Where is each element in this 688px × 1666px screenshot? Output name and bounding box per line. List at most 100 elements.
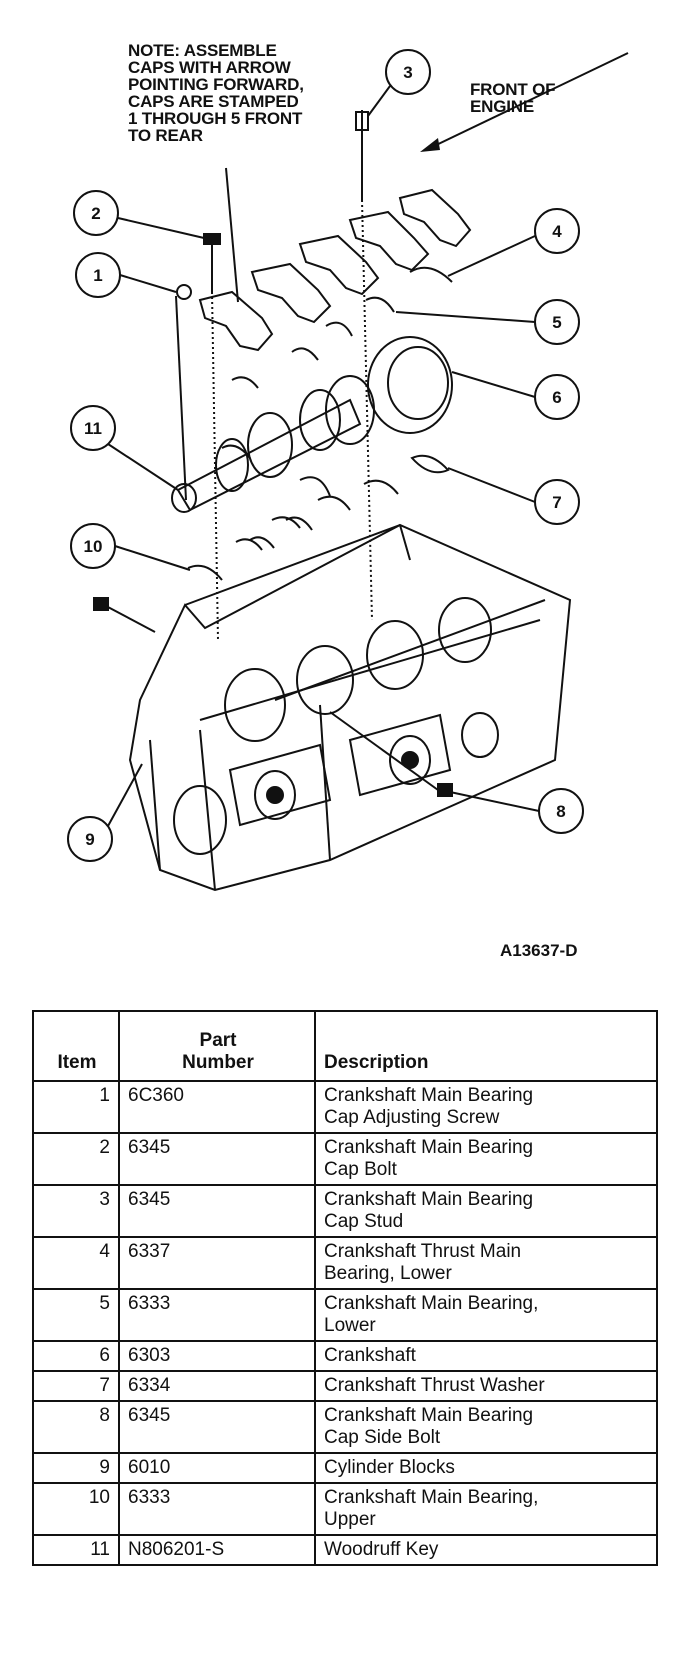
front-of-engine-line-1: FRONT OF: [470, 80, 555, 99]
header-part-line-2: Number: [182, 1052, 254, 1073]
front-arrow-head: [420, 138, 440, 152]
row-part-number: 6333: [118, 1482, 316, 1536]
callout-7-number: 7: [552, 493, 561, 512]
desc-line: Cap Bolt: [324, 1159, 397, 1180]
callout-8-number: 8: [556, 802, 565, 821]
callout-10-number: 10: [84, 537, 103, 556]
row-part-number: 6333: [118, 1288, 316, 1342]
row-item: 6: [32, 1340, 120, 1372]
desc-line: Crankshaft: [324, 1345, 416, 1366]
row-item: 4: [32, 1236, 120, 1290]
front-of-engine-line-2: ENGINE: [470, 97, 534, 116]
row-item: 5: [32, 1288, 120, 1342]
side-bolt-left: [93, 597, 156, 633]
row-description: Crankshaft: [314, 1340, 658, 1372]
row-description: Crankshaft Main Bearing,Lower: [314, 1288, 658, 1342]
desc-line: Lower: [324, 1315, 376, 1336]
callout-8: [329, 711, 584, 834]
row-item: 3: [32, 1184, 120, 1238]
callout-3: [367, 49, 431, 117]
desc-line: Cap Stud: [324, 1211, 404, 1232]
header-part-line-1: Part: [199, 1030, 237, 1051]
assembly-note-line-3: POINTING FORWARD,: [128, 75, 304, 94]
desc-line: Woodruff Key: [324, 1539, 439, 1560]
desc-line: Crankshaft Main Bearing: [324, 1137, 534, 1158]
callout-3-number: 3: [403, 63, 412, 82]
desc-line: Crankshaft Thrust Washer: [324, 1375, 545, 1396]
callout-1: [75, 252, 177, 298]
desc-line: Crankshaft Main Bearing,: [324, 1293, 539, 1314]
desc-line: Crankshaft Main Bearing: [324, 1405, 534, 1426]
lower-bearing-shells: [187, 479, 399, 581]
row-part-number: 6345: [118, 1184, 316, 1238]
assembly-note-line-5: 1 THROUGH 5 FRONT: [128, 109, 303, 128]
callout-2-number: 2: [91, 204, 100, 223]
callout-7: [447, 467, 580, 525]
callout-6: [451, 371, 580, 420]
row-part-number: 6345: [118, 1400, 316, 1454]
header-description: Description: [314, 1010, 658, 1082]
thrust-washer: [410, 454, 450, 474]
row-item: 8: [32, 1400, 120, 1454]
row-item: 10: [32, 1482, 120, 1536]
row-item: 9: [32, 1452, 120, 1484]
row-part-number: 6303: [118, 1340, 316, 1372]
row-item: 1: [32, 1080, 120, 1134]
row-item: 11: [32, 1534, 120, 1566]
desc-line: Upper: [324, 1509, 376, 1530]
callout-10: [70, 523, 191, 571]
callout-5-number: 5: [552, 313, 561, 332]
cap-bolt: [203, 233, 221, 641]
row-description: Crankshaft Main Bearing,Upper: [314, 1482, 658, 1536]
callout-9: [67, 763, 143, 862]
callout-5: [395, 299, 580, 345]
desc-line: Cap Adjusting Screw: [324, 1107, 500, 1128]
assembly-note-line-2: CAPS WITH ARROW: [128, 58, 292, 77]
row-description: Woodruff Key: [314, 1534, 658, 1566]
callout-6-number: 6: [552, 388, 561, 407]
crankshaft: [171, 336, 453, 549]
row-part-number: N806201-S: [118, 1534, 316, 1566]
front-arrow: [429, 52, 629, 149]
callout-11-number: 11: [84, 419, 102, 438]
row-part-number: 6334: [118, 1370, 316, 1402]
callout-4-number: 4: [552, 222, 562, 241]
desc-line: Cylinder Blocks: [324, 1457, 455, 1478]
callout-4: [447, 208, 580, 277]
row-part-number: 6C360: [118, 1080, 316, 1134]
assembly-note-line-6: TO REAR: [128, 126, 203, 145]
desc-line: Bearing, Lower: [324, 1263, 452, 1284]
row-item: 2: [32, 1132, 120, 1186]
cap-stud: [355, 110, 373, 621]
upper-bearing-shells: [221, 266, 453, 459]
row-description: Cylinder Blocks: [314, 1452, 658, 1484]
row-part-number: 6010: [118, 1452, 316, 1484]
callout-2: [73, 190, 205, 239]
header-item: Item: [32, 1010, 120, 1082]
parts-table-header: Item Part Number Description: [32, 1010, 658, 1082]
note-leader: [225, 167, 239, 303]
adjusting-screw: [175, 284, 192, 501]
assembly-note-line-4: CAPS ARE STAMPED: [128, 92, 299, 111]
main-bearing-caps: [198, 188, 472, 352]
desc-line: Cap Side Bolt: [324, 1427, 441, 1448]
callout-1-number: 1: [93, 266, 102, 285]
row-item: 7: [32, 1370, 120, 1402]
desc-line: Crankshaft Main Bearing,: [324, 1487, 539, 1508]
row-description: Crankshaft Thrust Washer: [314, 1370, 658, 1402]
assembly-note-line-1: NOTE: ASSEMBLE: [128, 41, 277, 60]
desc-line: Crankshaft Main Bearing: [324, 1085, 534, 1106]
